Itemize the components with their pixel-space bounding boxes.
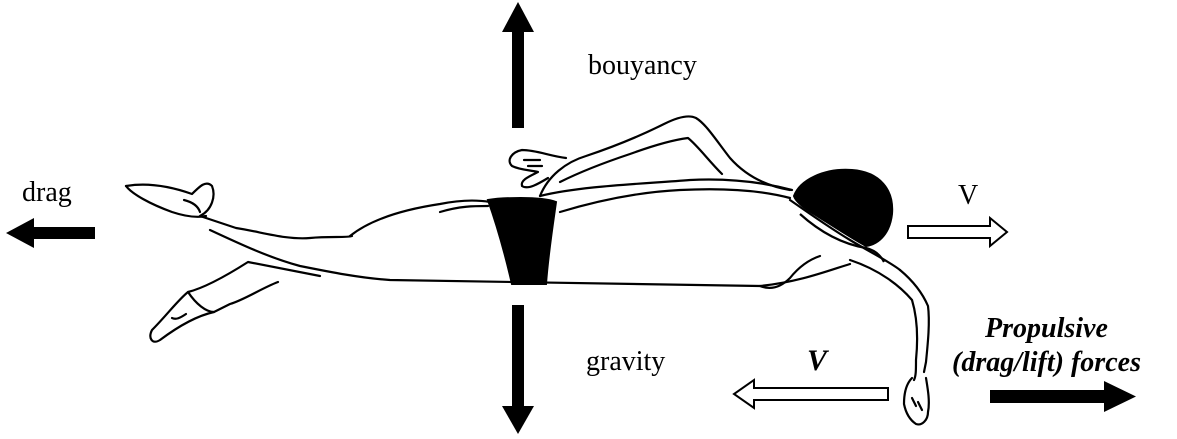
drag-label: drag <box>22 179 72 207</box>
gravity-arrow <box>502 305 534 434</box>
velocity-label-top: V <box>958 182 978 210</box>
buoyancy-arrow <box>502 2 534 128</box>
swimsuit-shape <box>488 198 556 284</box>
swim-cap-shape <box>794 170 892 262</box>
velocity-arrow-right <box>908 218 1007 246</box>
velocity-arrow-left <box>734 380 888 408</box>
buoyancy-label: bouyancy <box>588 52 697 80</box>
propulsive-forces-arrow <box>990 381 1136 412</box>
gravity-label: gravity <box>586 348 665 376</box>
velocity-label-bottom: V <box>807 346 827 376</box>
propulsive-forces-label: Propulsive (drag/lift) forces <box>952 312 1141 380</box>
propulsive-label-line2: (drag/lift) forces <box>952 346 1141 380</box>
drag-arrow <box>6 218 95 248</box>
propulsive-label-line1: Propulsive <box>952 312 1141 346</box>
